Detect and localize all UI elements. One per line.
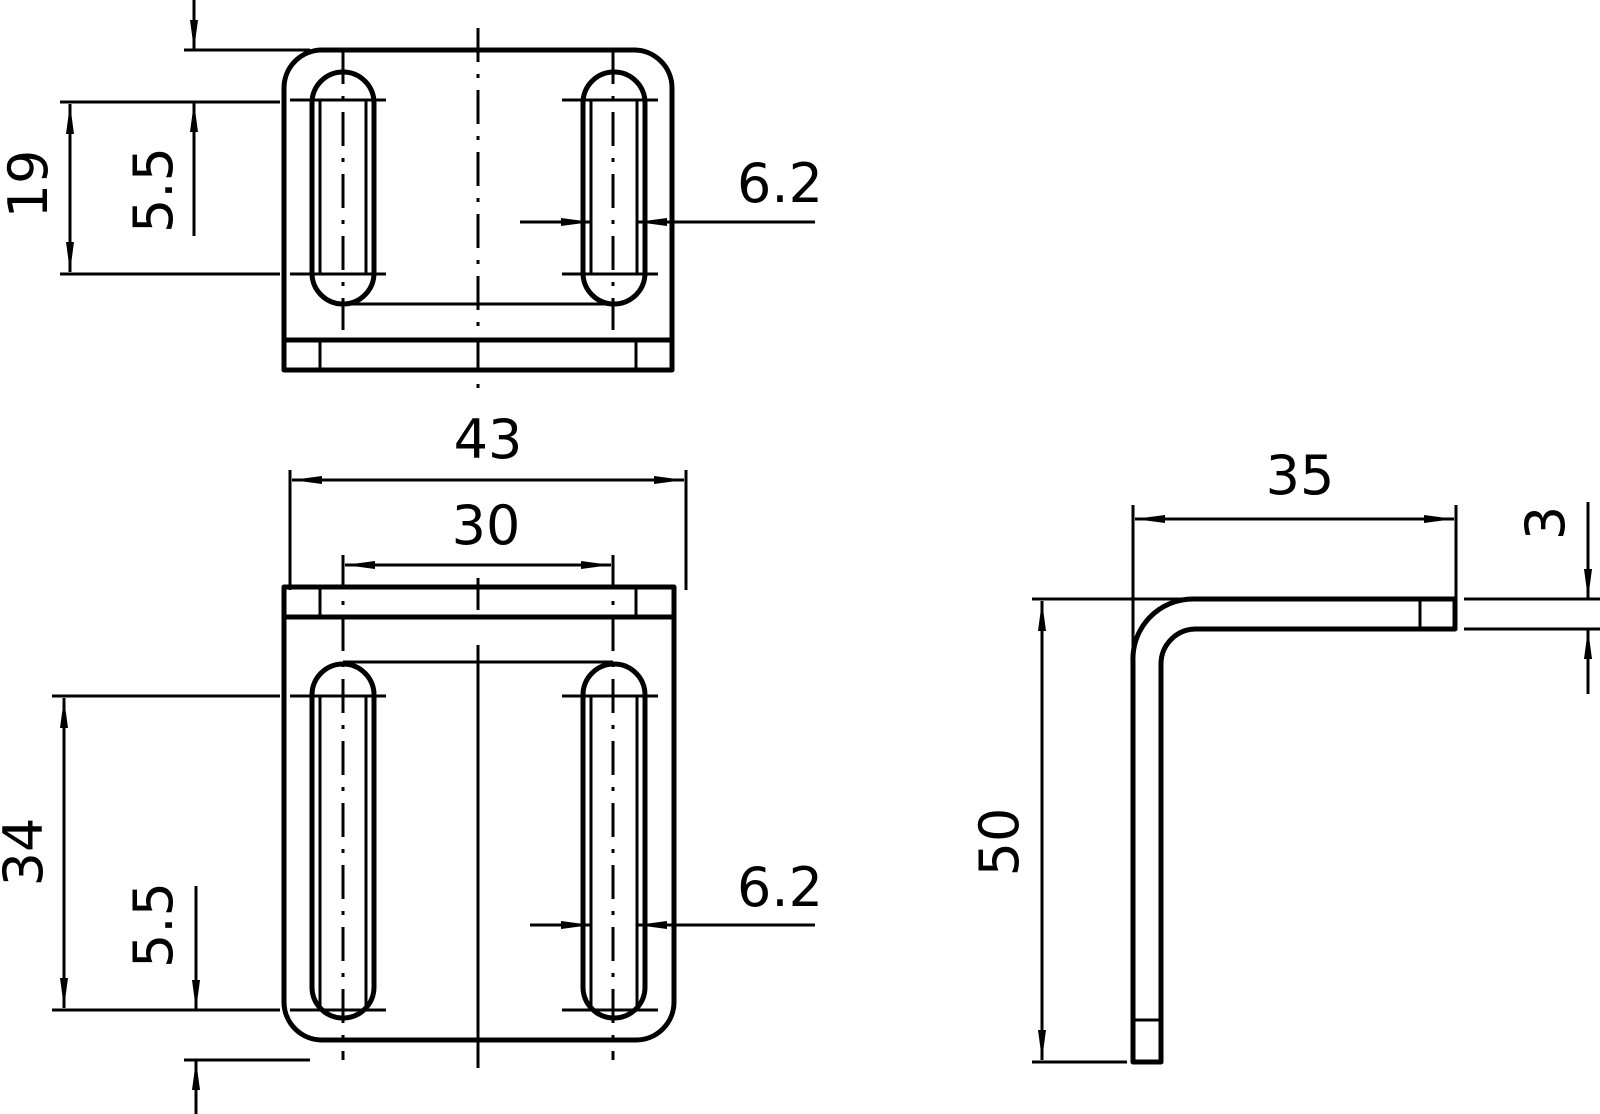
dim-3: 3 xyxy=(1514,506,1577,540)
top-view-outline xyxy=(281,47,675,373)
dim-43: 43 xyxy=(454,408,523,471)
top-view: 19 5.5 6.2 xyxy=(0,0,823,388)
side-view: 35 50 3 xyxy=(968,444,1600,1065)
dim-5.5-top: 5.5 xyxy=(122,147,185,233)
dim-30: 30 xyxy=(452,494,521,557)
dim-19: 19 xyxy=(0,150,60,219)
front-view: 43 30 34 5.5 6.2 xyxy=(0,408,823,1114)
dim-35: 35 xyxy=(1266,444,1335,507)
dim-5.5-front: 5.5 xyxy=(122,882,185,968)
dim-6.2-top: 6.2 xyxy=(737,152,823,215)
side-view-outline xyxy=(1130,596,1458,1065)
dim-50: 50 xyxy=(968,808,1031,877)
dim-34: 34 xyxy=(0,818,55,887)
front-view-outline xyxy=(281,584,677,1043)
dim-6.2-front: 6.2 xyxy=(737,856,823,919)
